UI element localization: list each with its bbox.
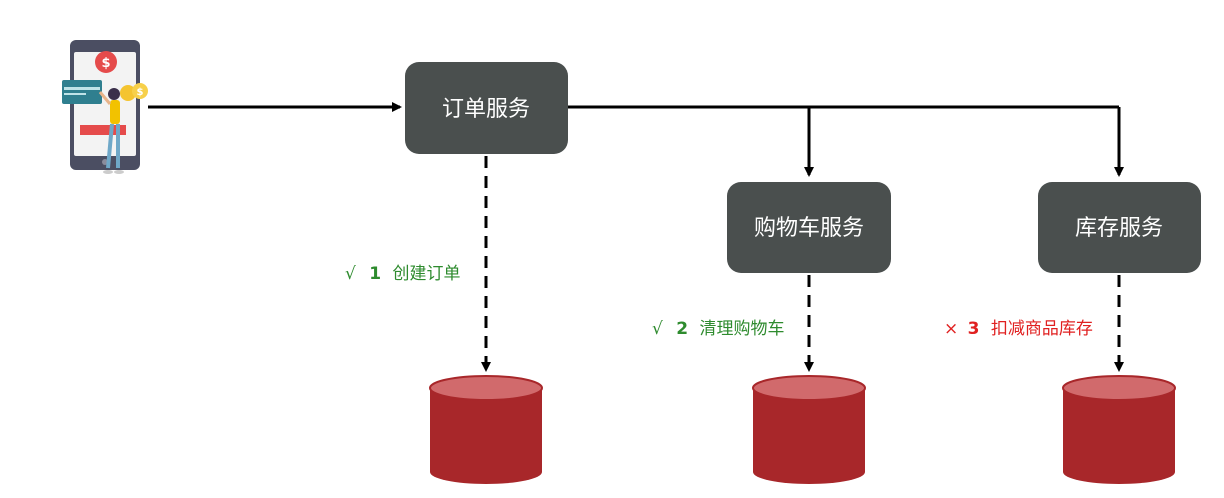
cart-service-box: 购物车服务: [727, 182, 891, 273]
inventory-service-box: 库存服务: [1038, 182, 1201, 273]
cart-service-label: 购物车服务: [754, 216, 864, 241]
step-2-mark: √: [652, 319, 663, 339]
mobile-payment-user-icon: $ $: [62, 40, 148, 174]
inventory-database-icon: [1063, 376, 1175, 484]
step-1-num: 1: [369, 264, 381, 284]
order-database-icon: [430, 376, 542, 484]
cart-database-icon: [753, 376, 865, 484]
step-3-label: × 3 扣减商品库存: [944, 319, 1093, 339]
svg-text:$: $: [101, 56, 110, 71]
inventory-service-label: 库存服务: [1075, 216, 1163, 241]
svg-text:$: $: [137, 87, 144, 98]
step-1-mark: √: [345, 264, 356, 284]
order-service-label: 订单服务: [442, 97, 530, 122]
step-1-label: √ 1 创建订单: [345, 264, 461, 284]
order-service-box: 订单服务: [405, 62, 568, 154]
step-2-num: 2: [676, 319, 688, 339]
step-3-mark: ×: [944, 319, 958, 339]
step-1-text: 创建订单: [393, 264, 461, 284]
step-2-text: 清理购物车: [700, 319, 785, 339]
step-2-label: √ 2 清理购物车: [652, 319, 785, 339]
step-3-num: 3: [968, 319, 980, 339]
step-3-text: 扣减商品库存: [991, 319, 1093, 339]
